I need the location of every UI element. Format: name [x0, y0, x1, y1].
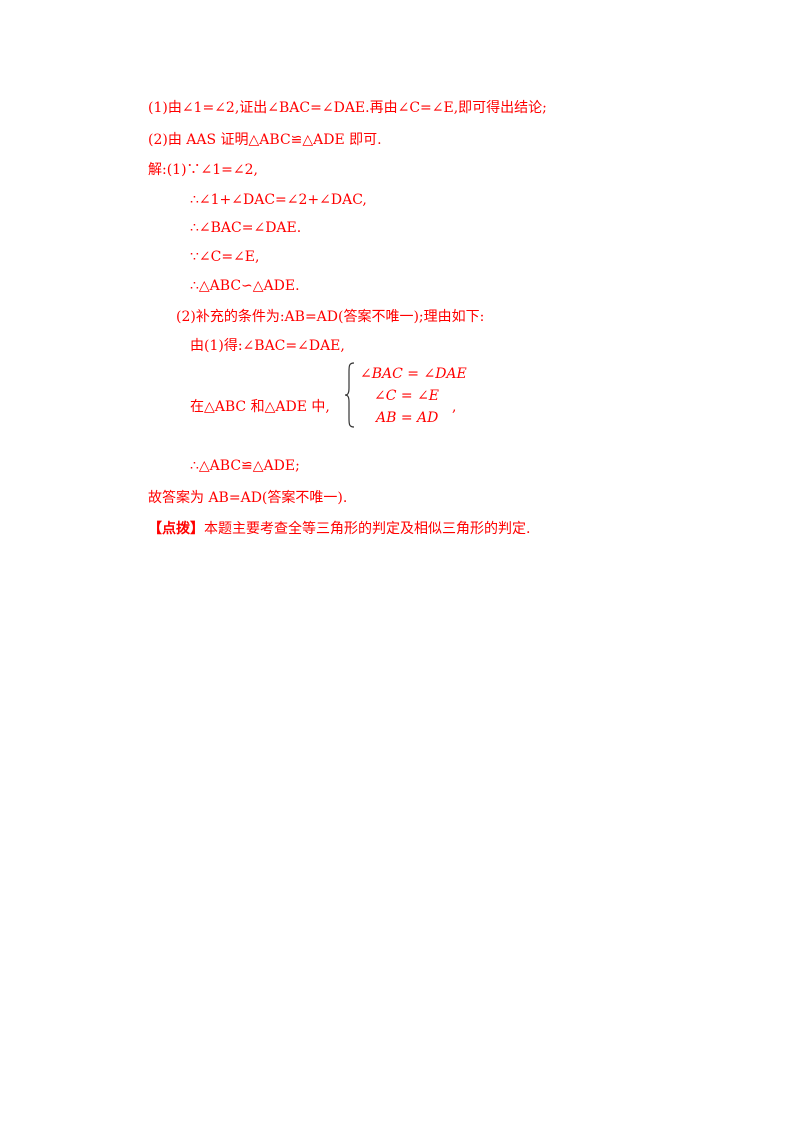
comment-line: 【点拨】本题主要考查全等三角形的判定及相似三角形的判定. [148, 519, 530, 539]
system-row-1: ∠BAC = ∠DAE [360, 366, 467, 382]
part2-heading: (2)补充的条件为:AB=AD(答案不唯一);理由如下: [176, 309, 485, 325]
solution-step-4: ∴△ABC∽△ADE. [190, 278, 300, 294]
system-row-3: AB = AD [376, 410, 439, 426]
solution-step-1: ∴∠1+∠DAC=∠2+∠DAC, [190, 192, 367, 208]
part2-from: 由(1)得:∠BAC=∠DAE, [190, 338, 345, 354]
system-trailing-comma: , [452, 399, 457, 415]
final-answer: 故答案为 AB=AD(答案不唯一). [148, 490, 348, 506]
left-brace-icon [344, 362, 355, 428]
solution-step-3: ∵∠C=∠E, [190, 249, 260, 265]
analysis-line-1: (1)由∠1=∠2,证出∠BAC=∠DAE.再由∠C=∠E,即可得出结论; [148, 100, 547, 116]
solution-intro: 解:(1)∵∠1=∠2, [148, 162, 259, 178]
analysis-line-2: (2)由 AAS 证明△ABC≌△ADE 即可. [148, 132, 382, 148]
comment-tag: 【点拨】 [148, 521, 204, 537]
comment-text: 本题主要考查全等三角形的判定及相似三角形的判定. [204, 521, 531, 537]
system-row-2: ∠C = ∠E [374, 388, 440, 404]
solution-step-2: ∴∠BAC=∠DAE. [190, 220, 302, 236]
part2-conclusion: ∴△ABC≌△ADE; [190, 458, 300, 474]
part2-in: 在△ABC 和△ADE 中, [190, 399, 330, 415]
